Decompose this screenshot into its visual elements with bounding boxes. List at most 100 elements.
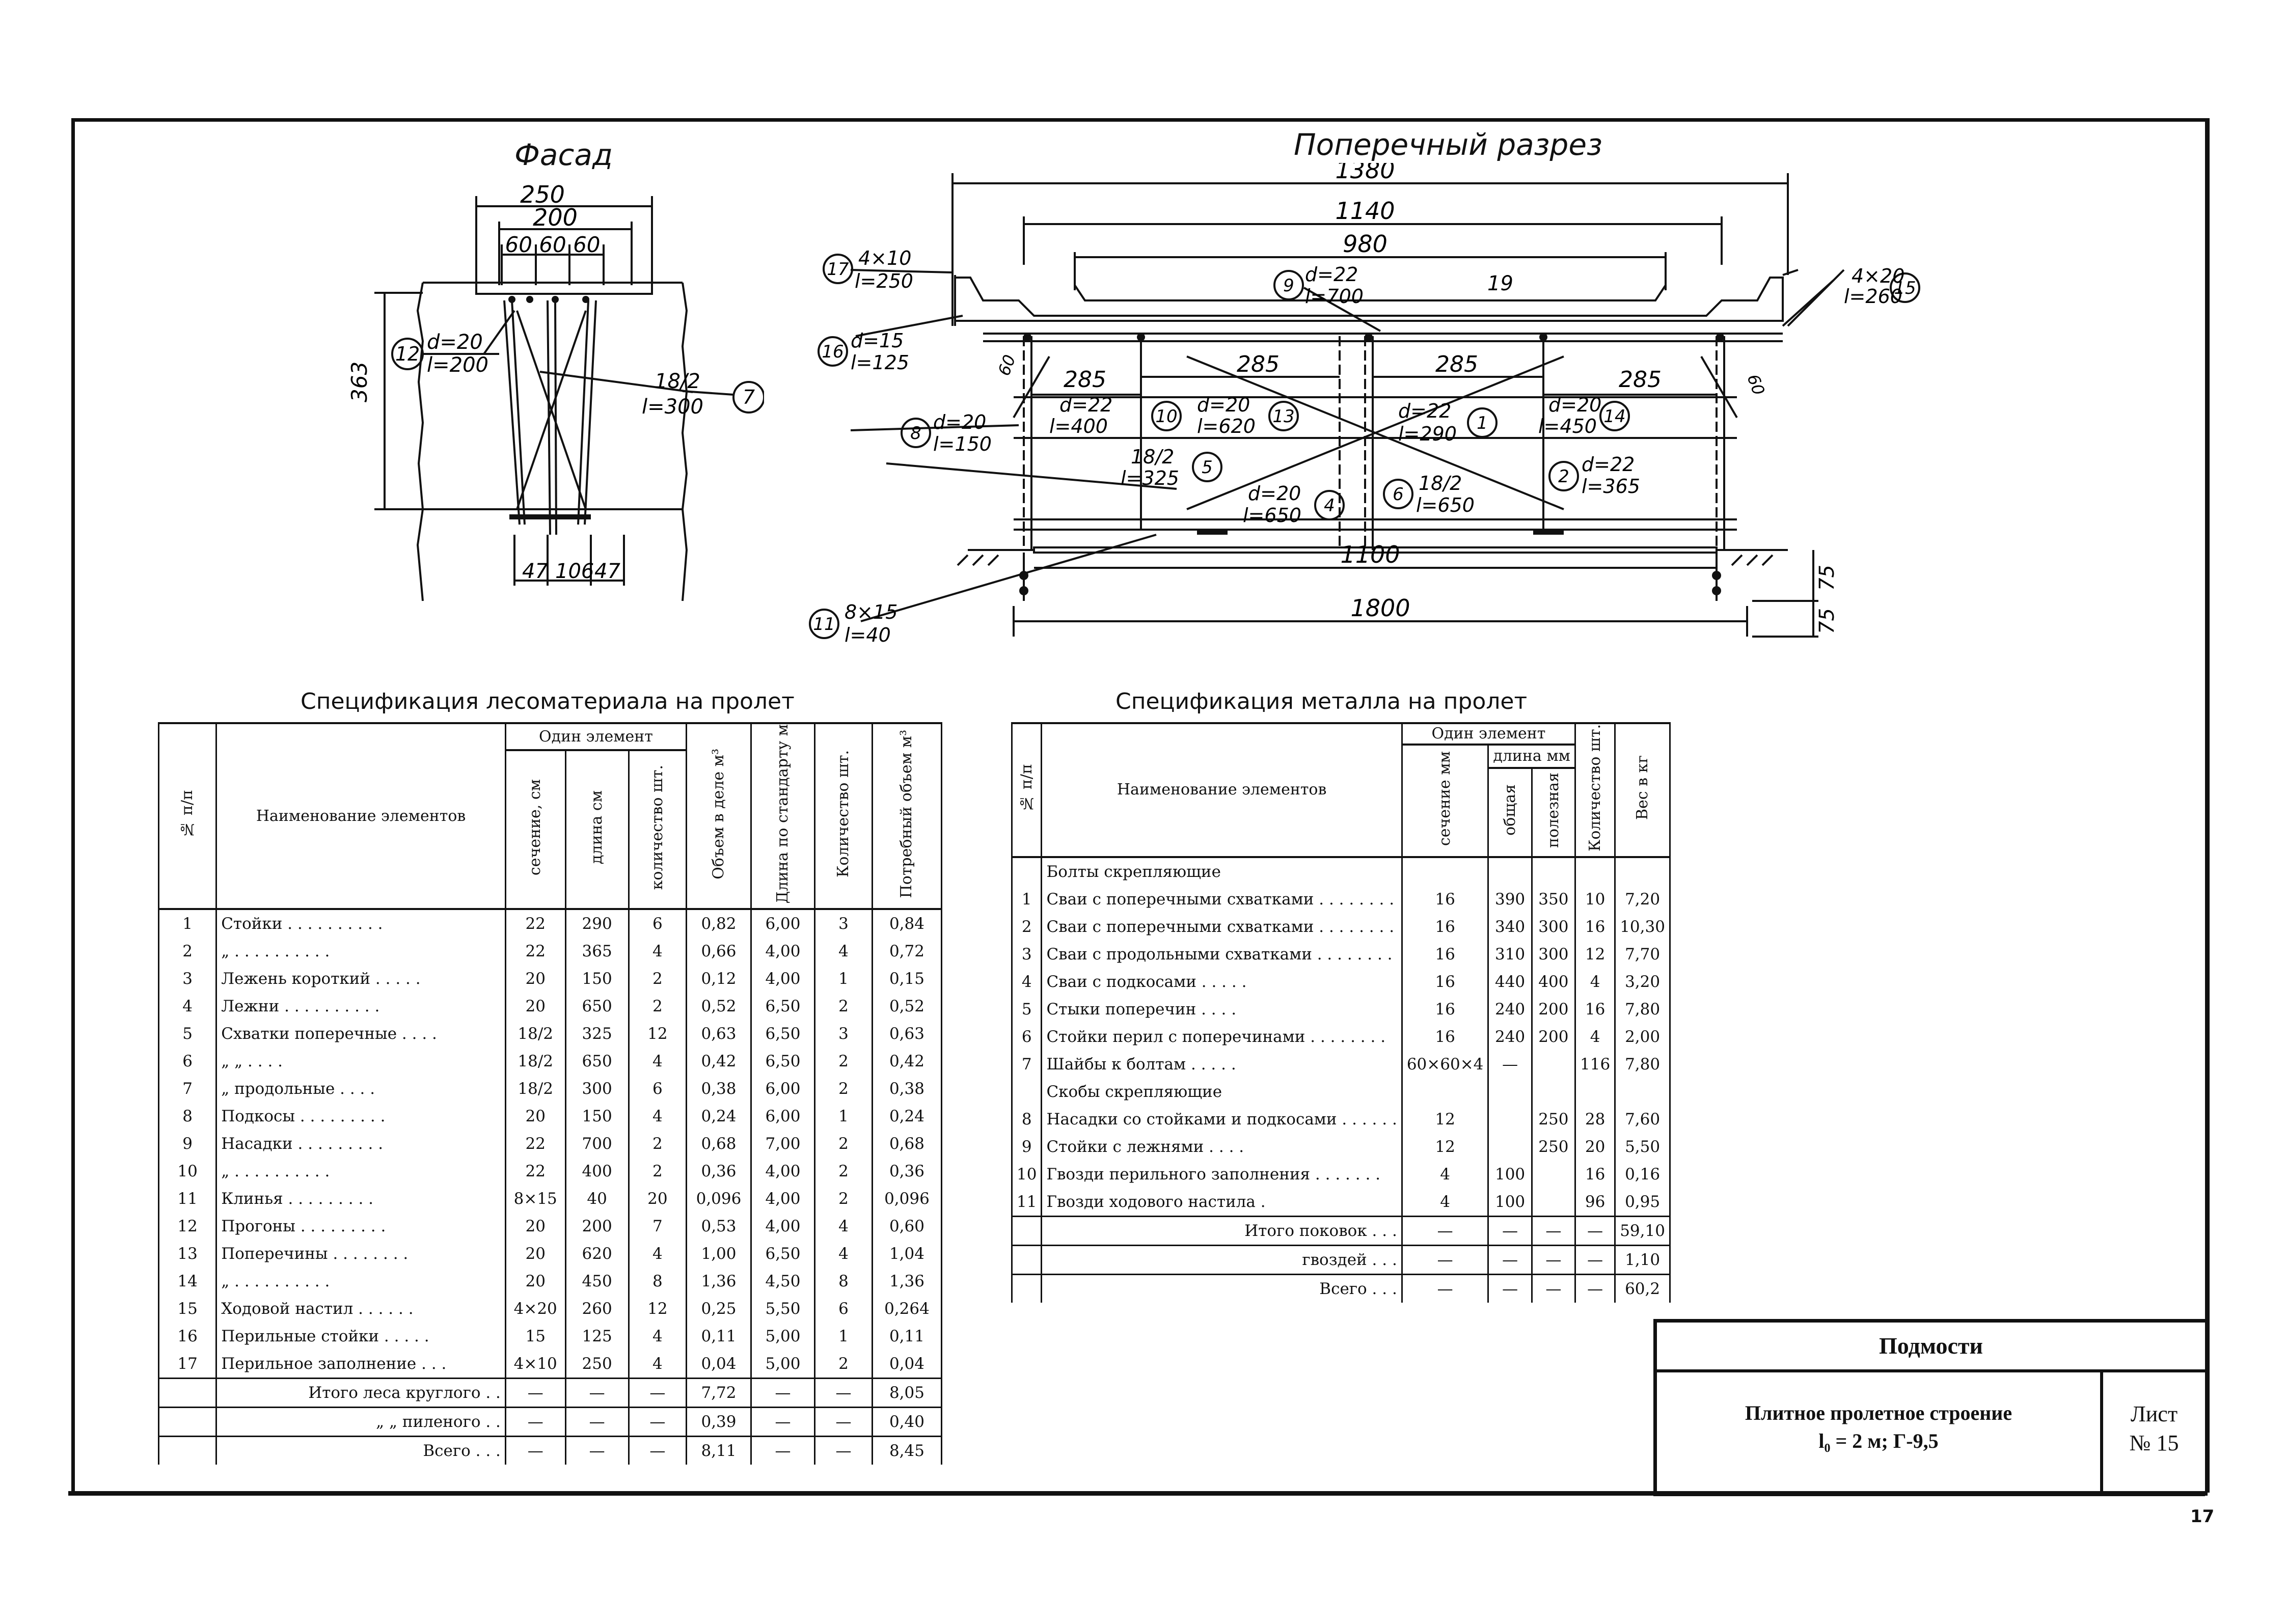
table-cell: 0,52	[871, 993, 943, 1021]
callout-text: l=150	[933, 433, 992, 455]
table-cell	[1487, 857, 1533, 886]
dim-285-c: 285	[1435, 351, 1478, 377]
table-cell	[1487, 1133, 1533, 1161]
total-cell	[1011, 1273, 1043, 1303]
table-cell: 12	[628, 1020, 688, 1048]
dim-1800: 1800	[1350, 594, 1410, 622]
facade-dim-47a: 47	[522, 560, 548, 583]
table-cell: 16	[1401, 1023, 1489, 1051]
table-cell: 22	[504, 909, 566, 938]
table-cell: 6,00	[750, 909, 816, 938]
callout-text: l=260	[1844, 285, 1902, 308]
table-cell: 350	[1531, 885, 1576, 913]
total-cell: 1,10	[1614, 1244, 1671, 1275]
table-cell: 0,38	[871, 1075, 943, 1103]
callout-text: l=250	[855, 270, 913, 292]
table-cell: 8	[814, 1268, 873, 1296]
table-cell: 0,95	[1614, 1188, 1671, 1217]
total-label: гвоздей . . .	[1041, 1244, 1403, 1275]
cell-name: Ходовой настил . . . . . .	[215, 1295, 506, 1323]
table-cell: 18/2	[504, 1020, 566, 1048]
table-cell: 0,36	[686, 1158, 752, 1186]
table-cell	[1011, 1078, 1043, 1106]
table-cell	[1531, 857, 1576, 886]
table-cell	[1531, 1188, 1576, 1217]
cell-name: Гвозди ходового настила .	[1041, 1188, 1403, 1217]
table-cell: 260	[564, 1295, 630, 1323]
dim-75-a: 75	[1815, 565, 1839, 591]
table-cell: 10	[157, 1158, 217, 1186]
col-section: сечение, см	[504, 749, 566, 911]
timber-spec-title: Спецификация лесоматериала на пролет	[301, 689, 795, 714]
cell-name: „ продольные . . . .	[215, 1075, 506, 1103]
table-cell: 17	[157, 1350, 217, 1379]
table-cell: 2	[628, 993, 688, 1021]
table-cell: 8	[1011, 1105, 1043, 1133]
dim-285-b: 285	[1237, 351, 1280, 377]
facade-dim-200: 200	[533, 204, 578, 231]
table-cell: 0,12	[686, 965, 752, 993]
total-label: Итого леса круглого . .	[215, 1378, 506, 1408]
table-cell: 2	[628, 1158, 688, 1186]
callout-number: 9	[1283, 276, 1294, 296]
cell-name: „ . . . . . . . . . .	[215, 1158, 506, 1186]
callout-text: l=300	[642, 395, 703, 419]
table-cell: 4	[1401, 1160, 1489, 1188]
total-cell: —	[1574, 1215, 1616, 1246]
dim-1140: 1140	[1335, 197, 1395, 225]
cell-name: Подкосы . . . . . . . . .	[215, 1103, 506, 1131]
table-cell: 15	[157, 1295, 217, 1323]
total-cell: —	[1401, 1273, 1489, 1303]
cell-name: Сваи с продольными схватками . . . . . .…	[1041, 940, 1403, 968]
table-row: Скобы скрепляющие	[1011, 1078, 1671, 1106]
table-cell	[1011, 857, 1043, 886]
table-cell: 20	[504, 1103, 566, 1131]
facade-dim-106: 106	[555, 560, 594, 583]
table-cell: 650	[564, 1048, 630, 1076]
table-cell	[1531, 1160, 1576, 1188]
callout-number: 4	[1324, 496, 1335, 516]
callout-text: d=22	[1305, 263, 1358, 286]
table-cell: 3	[814, 909, 873, 938]
dim-285-a: 285	[1064, 367, 1106, 393]
table-cell: 9	[1011, 1133, 1043, 1161]
table-cell: 125	[564, 1323, 630, 1351]
table-cell: 2	[814, 1158, 873, 1186]
total-cell	[157, 1407, 217, 1437]
cell-name: Скобы скрепляющие	[1041, 1078, 1403, 1106]
table-cell: 20	[504, 965, 566, 993]
facade-dim-47b: 47	[594, 560, 620, 583]
callout-text: l=125	[851, 351, 909, 374]
table-cell: 4	[157, 993, 217, 1021]
total-cell: 8,11	[686, 1436, 752, 1465]
table-cell: 7,60	[1614, 1105, 1671, 1133]
col-weight: Вес в кг	[1614, 722, 1671, 858]
table-cell: 5,00	[750, 1323, 816, 1351]
table-cell: 1	[814, 1103, 873, 1131]
table-cell: 7	[157, 1075, 217, 1103]
total-cell: —	[814, 1407, 873, 1437]
table-cell: 4	[1574, 968, 1616, 996]
total-row: гвоздей . . .————1,10	[1011, 1244, 1671, 1275]
callout-text: d=22	[1582, 453, 1635, 476]
table-cell: 9	[157, 1130, 217, 1158]
table-cell: 440	[1487, 968, 1533, 996]
table-cell: 11	[157, 1185, 217, 1213]
table-cell: 12	[1574, 940, 1616, 968]
table-cell: 16	[1574, 913, 1616, 941]
callout-text: d=15	[851, 329, 904, 352]
total-cell	[157, 1378, 217, 1408]
total-row: Всего . . .————60,2	[1011, 1273, 1671, 1303]
table-cell	[1574, 857, 1616, 886]
total-cell: —	[1531, 1215, 1576, 1246]
total-label: „ „ пиленого . .	[215, 1407, 506, 1437]
table-cell: 5,50	[1614, 1133, 1671, 1161]
table-cell: 13	[157, 1240, 217, 1268]
table-cell: 3,20	[1614, 968, 1671, 996]
